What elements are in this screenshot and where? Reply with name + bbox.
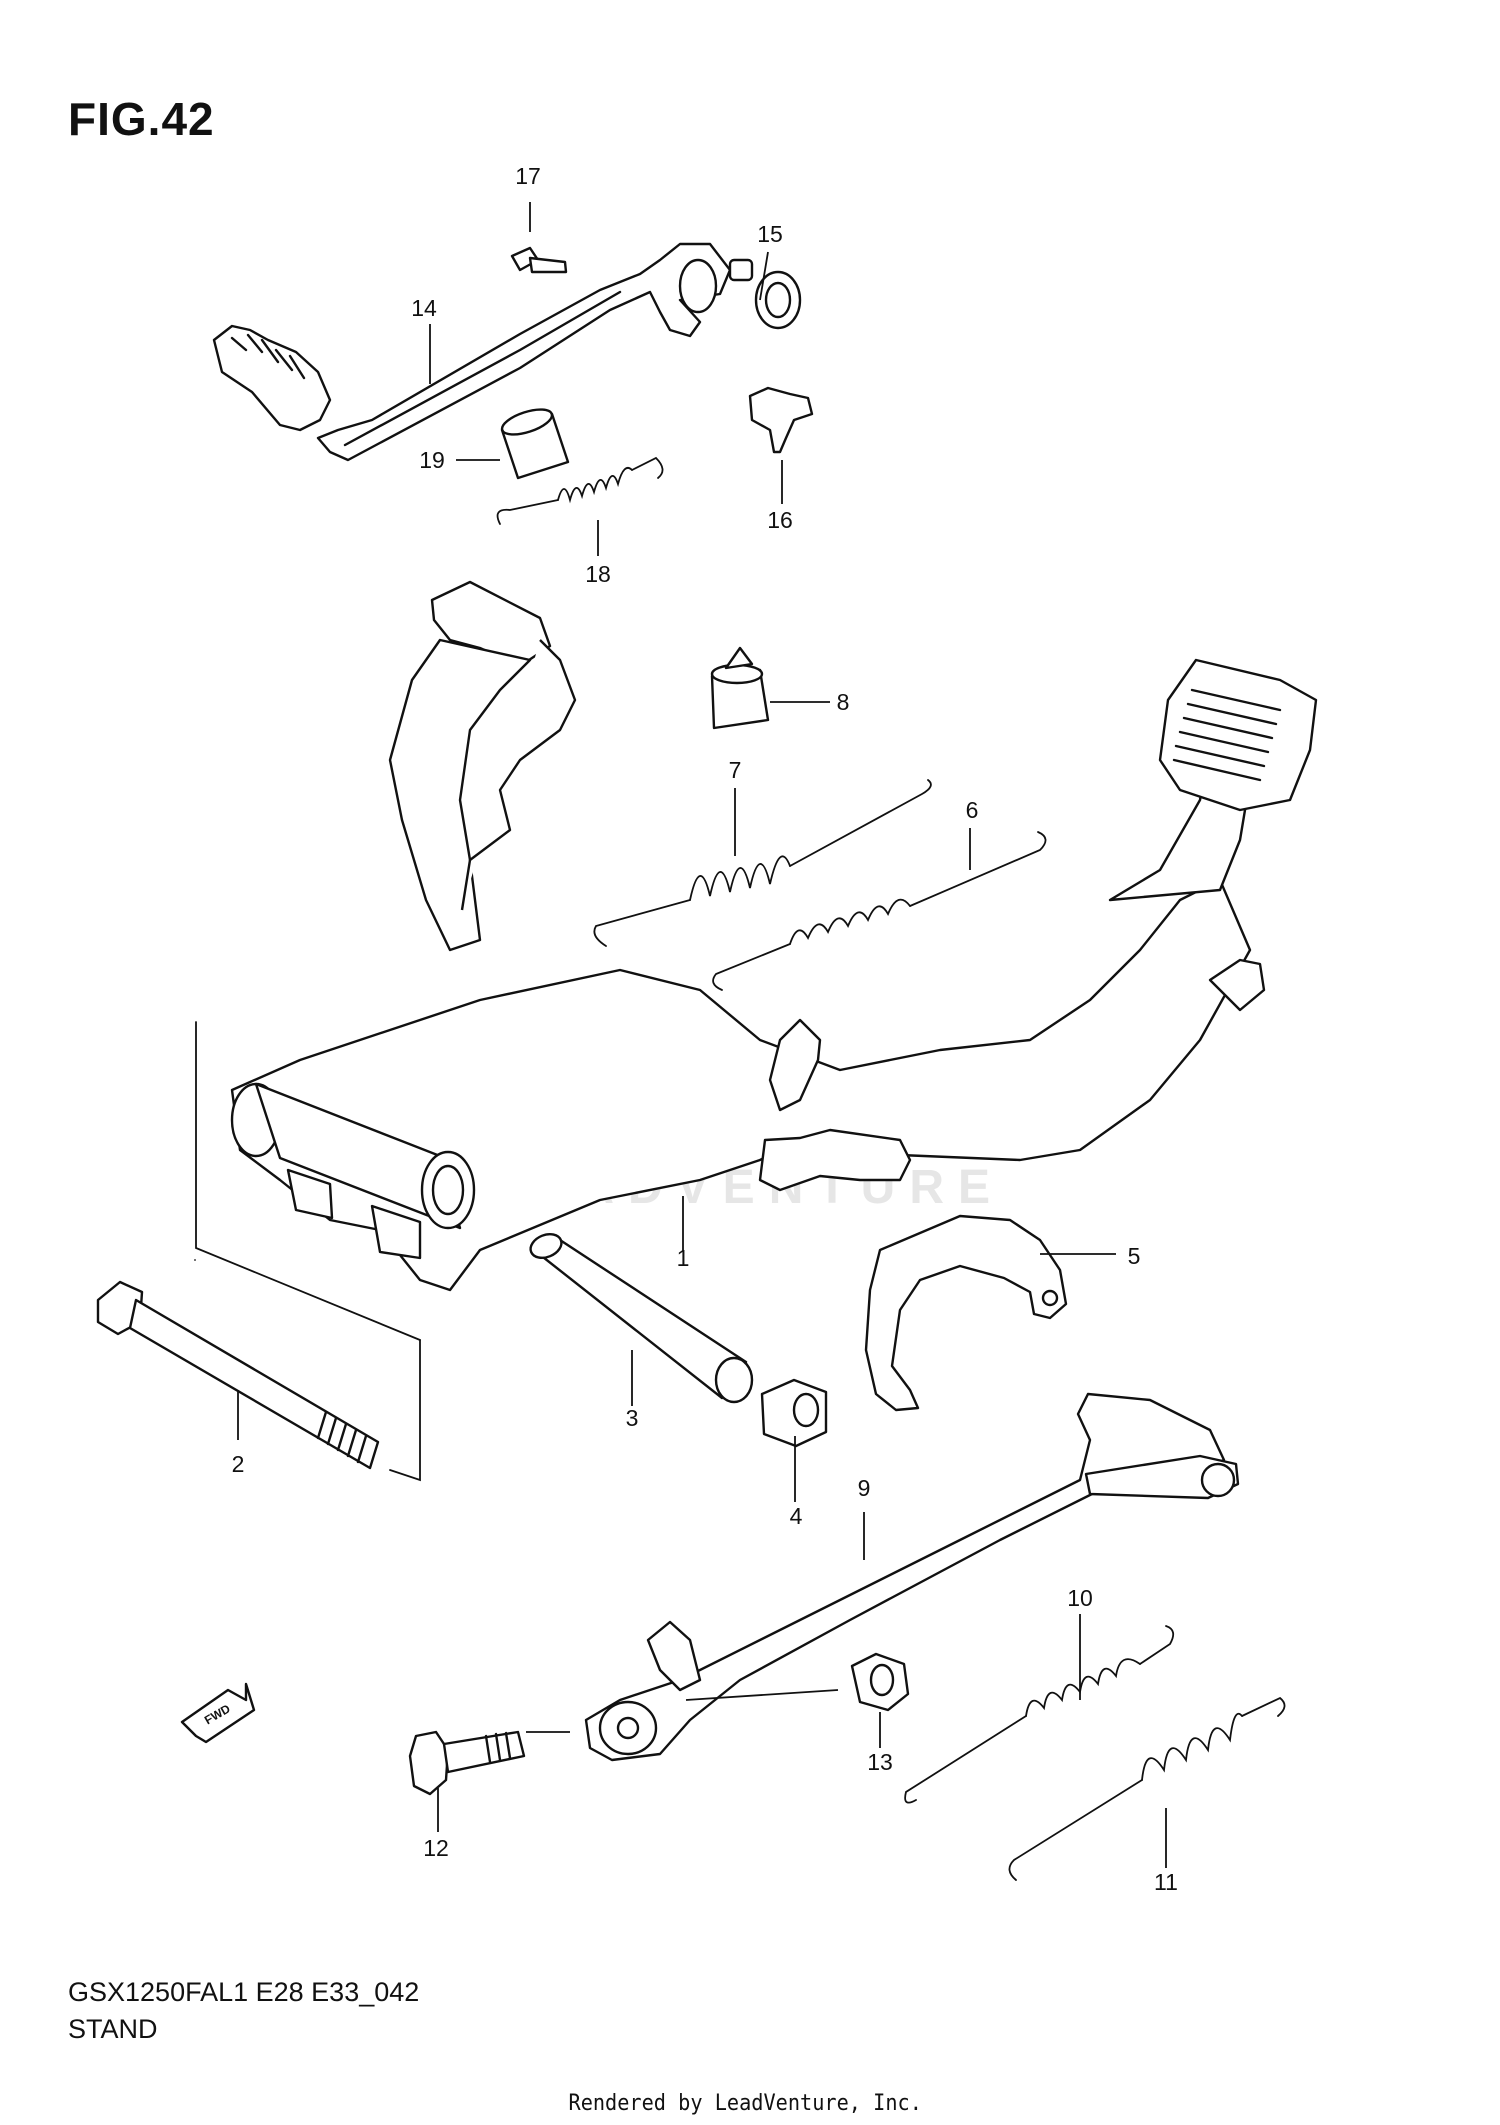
callout-3: 3: [626, 1405, 639, 1431]
spring-6-part: [712, 831, 1047, 991]
clip-16-part: [748, 386, 814, 454]
brake-pedal-part: [212, 242, 802, 462]
bolt-17-part: [510, 246, 568, 274]
nut-13-part: [850, 1652, 910, 1712]
callout-labels: 1 2 3 4 5 6 7 8 9 10 11 12 13 14 15 16 1…: [232, 163, 1178, 1895]
callout-12: 12: [423, 1835, 449, 1861]
stopper-rubber-8-part: [710, 646, 770, 730]
main-stand-part: [230, 580, 1318, 1292]
bushing-19-part: [500, 408, 570, 480]
callout-9: 9: [858, 1475, 871, 1501]
shaft-3-part: [529, 1232, 754, 1404]
callout-19: 19: [419, 447, 445, 473]
bolt-12-part: [408, 1730, 526, 1796]
callout-18: 18: [585, 561, 611, 587]
leader-lines: [237, 202, 1167, 1868]
callout-14: 14: [411, 295, 437, 321]
callout-17: 17: [515, 163, 541, 189]
bracket-5-part: [864, 1214, 1068, 1412]
spring-10-part: [904, 1625, 1175, 1804]
callout-4: 4: [790, 1503, 803, 1529]
callout-13: 13: [867, 1749, 893, 1775]
callout-10: 10: [1067, 1585, 1093, 1611]
callout-8: 8: [837, 689, 850, 715]
callout-15: 15: [757, 221, 783, 247]
footer-credit: Rendered by LeadVenture, Inc.: [568, 2091, 922, 2116]
spring-7-part: [593, 779, 932, 947]
nut-4-part: [760, 1378, 828, 1448]
assembly-frame-lines: [195, 1021, 421, 1482]
figure-title: FIG.42: [68, 93, 215, 145]
spring-11-part: [1008, 1696, 1286, 1881]
callout-1: 1: [677, 1245, 690, 1271]
callout-6: 6: [966, 797, 979, 823]
callout-7: 7: [729, 757, 742, 783]
callout-11: 11: [1154, 1869, 1178, 1895]
fwd-arrow-icon: FWD: [180, 1682, 256, 1744]
long-bolt-2-part: [96, 1259, 380, 1470]
spring-18-part: [496, 456, 664, 525]
callout-16: 16: [767, 507, 793, 533]
side-stand-9-part: [584, 1392, 1240, 1762]
model-code: GSX1250FAL1 E28 E33_042: [68, 1977, 420, 2007]
callout-5: 5: [1128, 1243, 1141, 1269]
callout-2: 2: [232, 1451, 245, 1477]
section-name: STAND: [68, 2014, 158, 2044]
